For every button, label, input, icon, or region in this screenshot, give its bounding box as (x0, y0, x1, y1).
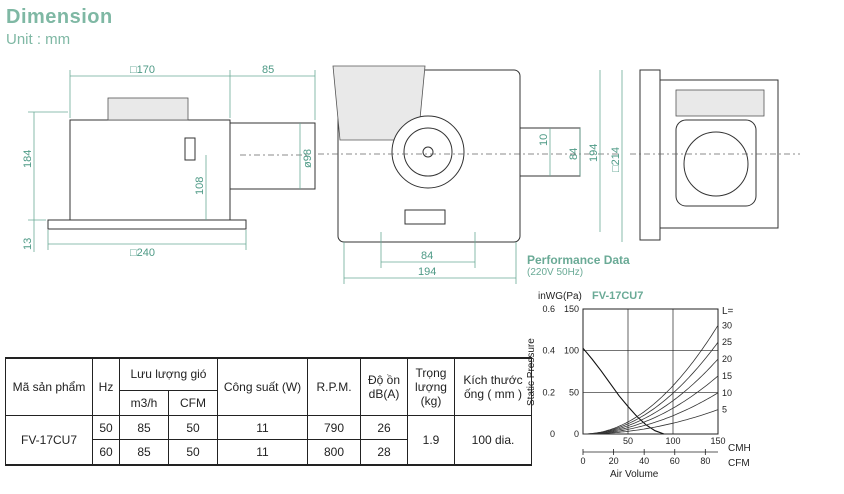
chart-y-tick-inwg: 0.6 (542, 304, 555, 314)
chart-grid (582, 308, 719, 435)
chart-x-tick-cmh: 50 (623, 436, 633, 446)
cell-rpm-2: 800 (307, 439, 361, 467)
bottom-panel-size-label: 194 (588, 144, 600, 162)
side-body (69, 119, 231, 221)
chart-y-unit-label: inWG(Pa) (538, 291, 582, 302)
chart-x-unit-cfm: CFM (728, 458, 750, 469)
chart-x-unit-cmh: CMH (728, 443, 751, 454)
chart-curves: 30 25 20 15 10 5 (582, 320, 732, 435)
chart-duct-curve-line (583, 409, 719, 435)
chart-y-tick-inwg: 0 (550, 429, 555, 439)
dimension-title: Dimension (6, 6, 113, 28)
side-duct-height-label: 108 (194, 177, 206, 195)
chart-duct-curve-label: 15 (722, 371, 732, 381)
bottom-outer-size-label: □214 (610, 147, 622, 172)
side-duct-spigot (229, 122, 316, 190)
side-motor-housing (107, 97, 189, 121)
bottom-body-width-label: 194 (418, 266, 436, 278)
chart-ticks: 0 0 50 0.2 100 0.4 150 0.6 50 100 150 0 20 40 60 80 (542, 304, 725, 466)
bottom-spigot-width-label: 84 (421, 250, 433, 262)
side-height-label: 184 (22, 150, 34, 168)
chart-duct-curve-label: 25 (722, 337, 732, 347)
chart-x-tick-cfm: 40 (639, 456, 649, 466)
cell-power-2: 11 (217, 439, 308, 467)
cell-cfm-1: 50 (168, 414, 218, 441)
header-noise: Độ ồn dB(A) (360, 357, 408, 416)
performance-title: Performance Data (527, 253, 630, 267)
header-rpm: R.P.M. (307, 357, 361, 416)
cell-noise-1: 26 (360, 414, 408, 441)
chart-duct-curve-label: 5 (722, 405, 727, 415)
header-airflow: Lưu lượng gió (119, 356, 218, 391)
side-offset-label: 85 (262, 64, 274, 76)
bottom-mount-slot (404, 209, 446, 225)
chart-x-tick-cfm: 20 (609, 456, 619, 466)
cell-size: 100 dia. (454, 415, 532, 466)
side-width-label: □170 (130, 64, 155, 76)
chart-y-tick-pa: 100 (564, 346, 579, 356)
chart-y-tick-pa: 50 (569, 387, 579, 397)
chart-x-tick-cfm: 0 (580, 456, 585, 466)
cell-weight: 1.9 (407, 415, 455, 466)
bottom-duct-width-label: 84 (568, 148, 580, 160)
chart-x-axis-label: Air Volume (610, 469, 659, 480)
chart-x-tick-cfm: 80 (700, 456, 710, 466)
header-power: Công suất (W) (217, 357, 308, 416)
side-panel-width-label: □240 (130, 247, 155, 259)
side-panel-height-label: 13 (22, 238, 34, 250)
chart-duct-curve-label: 10 (722, 388, 732, 398)
chart-duct-curve-label: 20 (722, 354, 732, 364)
chart-duct-length-label: L= (722, 306, 734, 317)
chart-y-tick-pa: 0 (574, 429, 579, 439)
chart-duct-curve-line (583, 341, 719, 435)
chart-duct-curve-label: 30 (722, 320, 732, 330)
chart-title: FV-17CU7 (592, 290, 643, 302)
cell-model: FV-17CU7 (5, 415, 93, 466)
side-duct-dia-label: ø98 (302, 149, 314, 168)
chart-plot-frame (582, 308, 719, 435)
cell-hz-1: 50 (92, 414, 120, 441)
header-size: Kích thước ống ( mm ) (454, 357, 532, 416)
cell-noise-2: 28 (360, 439, 408, 467)
chart-fan-curve-line (582, 347, 665, 435)
side-grille-panel (47, 219, 247, 230)
performance-subtitle: (220V 50Hz) (527, 267, 584, 278)
front-top-housing (675, 89, 765, 117)
cell-rpm-1: 790 (307, 414, 361, 441)
chart-duct-curve-line (583, 358, 719, 435)
cell-m3h-1: 85 (119, 414, 169, 441)
header-model: Mã sản phẩm (5, 357, 93, 416)
header-cfm: CFM (168, 389, 218, 417)
spec-table: Mã sản phẩm Hz Lưu lượng gió Công suất (… (5, 356, 532, 467)
chart-x-tick-cmh: 100 (665, 436, 680, 446)
cell-power-1: 11 (217, 414, 308, 441)
side-terminal-box (184, 137, 196, 161)
header-weight: Trọng lượng (kg) (407, 357, 455, 416)
unit-label: Unit : mm (6, 31, 71, 48)
bottom-duct-depth-label: 10 (538, 134, 550, 146)
dimension-drawing: □170 85 184 108 ø98 13 □240 10 84 194 □2… (22, 64, 800, 284)
front-view (630, 69, 800, 241)
cell-hz-2: 60 (92, 439, 120, 467)
chart-y-tick-inwg: 0.2 (542, 387, 555, 397)
chart-y-axis-label: Static Pressure (526, 338, 537, 406)
chart-duct-curve-line (583, 375, 719, 435)
header-hz: Hz (92, 357, 120, 416)
cell-m3h-2: 85 (119, 439, 169, 467)
chart-y-tick-inwg: 0.4 (542, 346, 555, 356)
chart-x-tick-cfm: 60 (670, 456, 680, 466)
chart-y-tick-pa: 150 (564, 304, 579, 314)
cell-cfm-2: 50 (168, 439, 218, 467)
side-view: □170 85 184 108 ø98 13 □240 (22, 64, 316, 259)
bottom-view: 10 84 194 □214 84 194 (318, 65, 623, 284)
front-panel (639, 69, 661, 241)
header-m3h: m3/h (119, 389, 169, 417)
performance-chart: inWG(Pa) FV-17CU7 Static Pressure Air Vo… (526, 290, 751, 480)
chart-x-tick-cmh: 150 (710, 436, 725, 446)
